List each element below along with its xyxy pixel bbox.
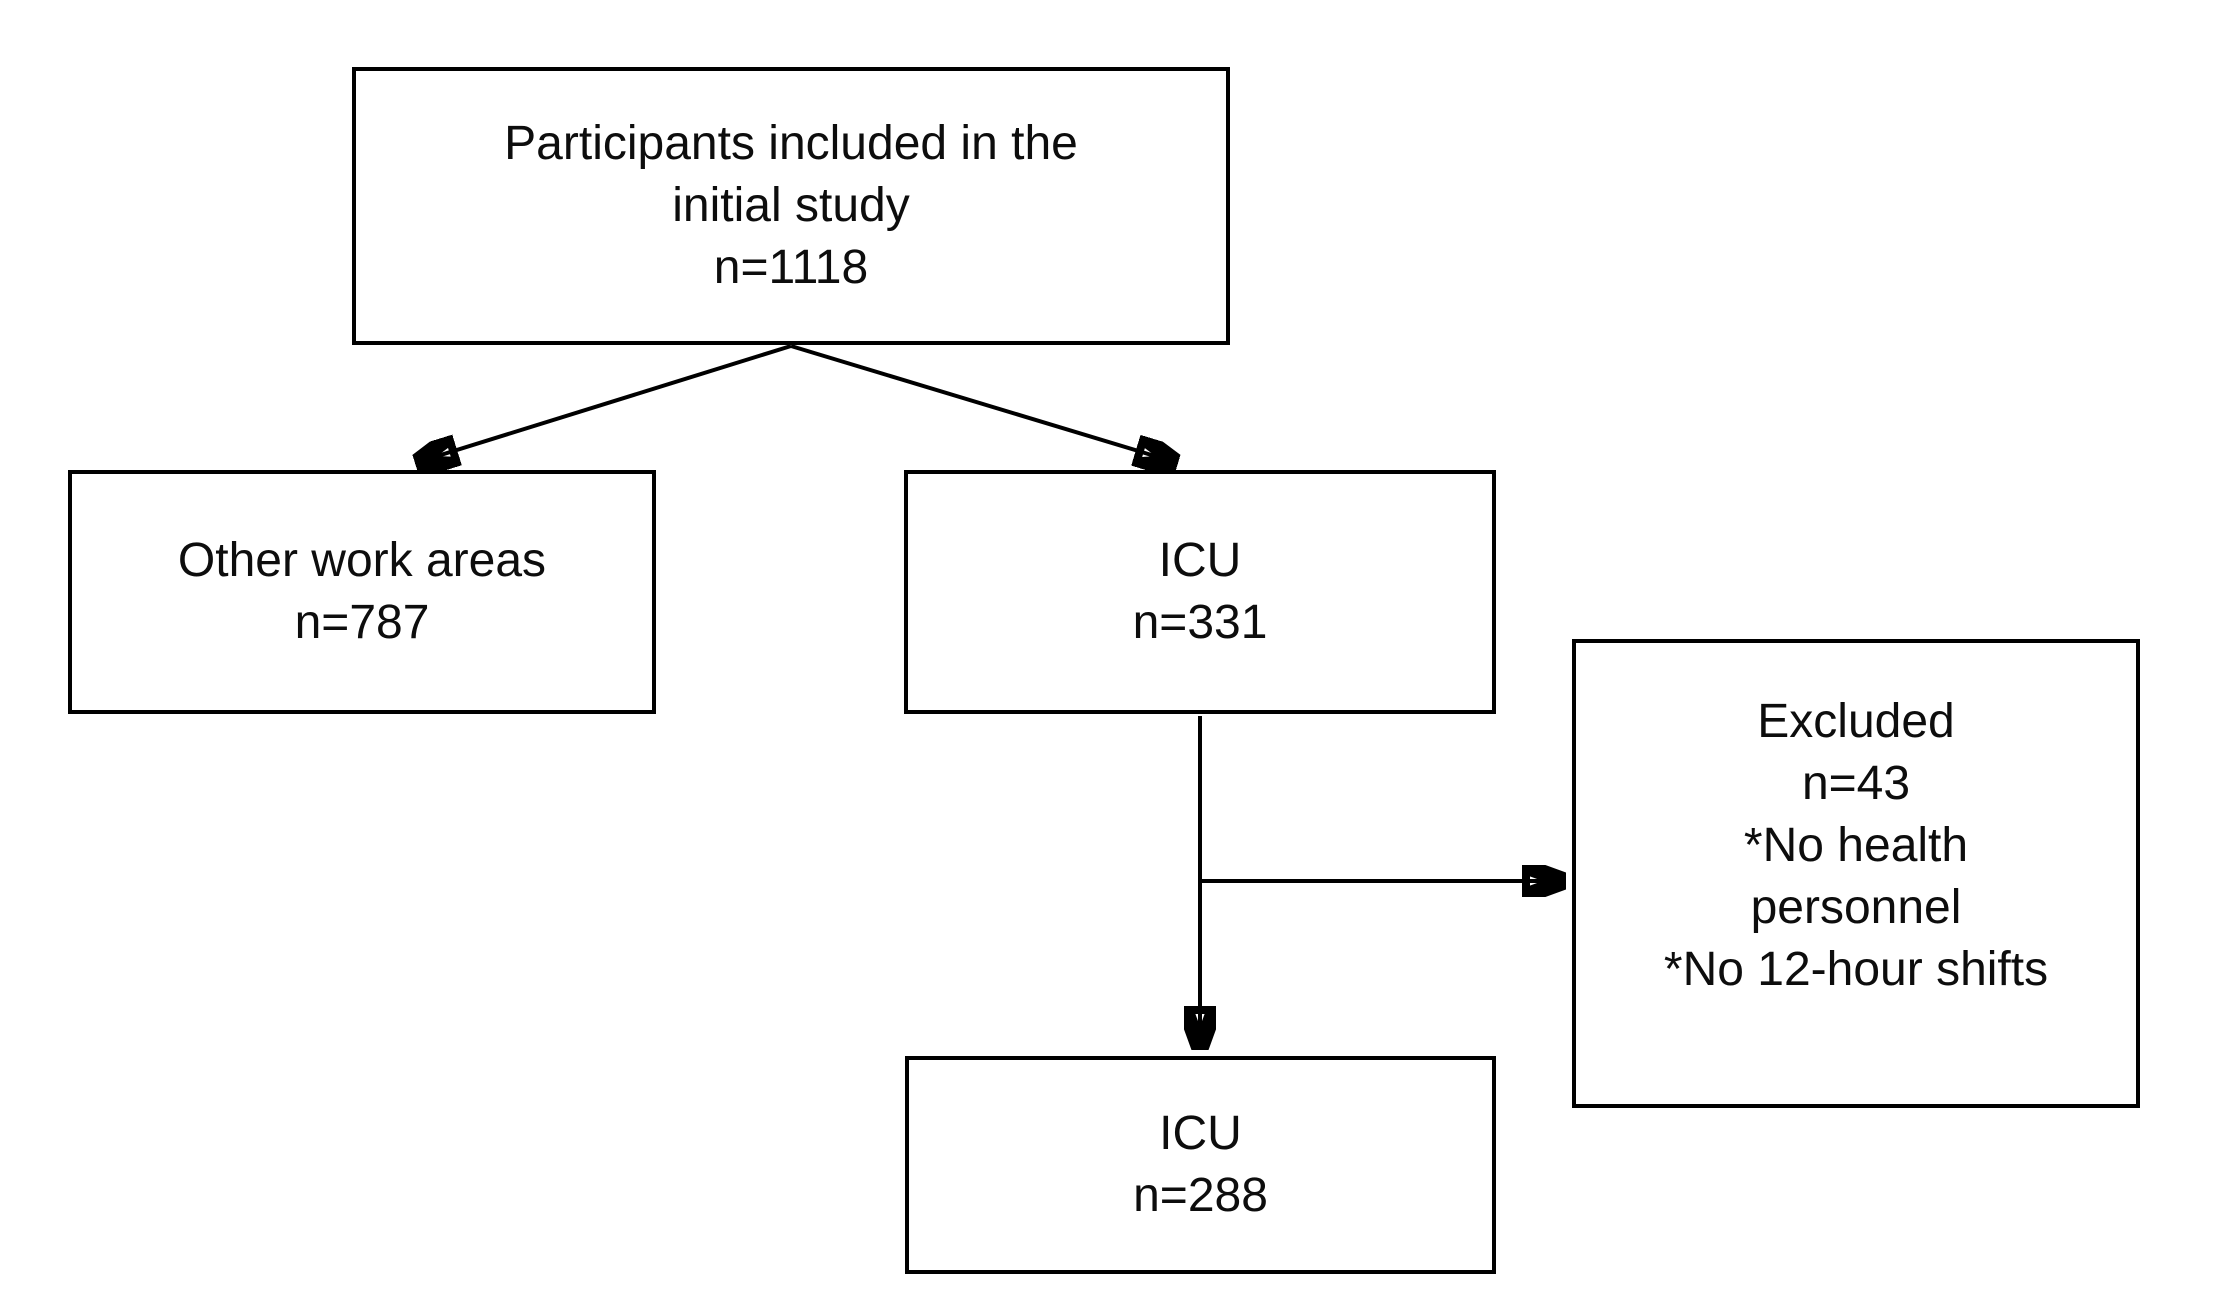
node-text-line: Participants included in the xyxy=(504,117,1078,170)
flow-node-icu-final: ICU n=288 xyxy=(905,1056,1496,1274)
node-text-line: Excluded xyxy=(1757,694,1955,748)
node-text-line: Other work areas xyxy=(177,534,547,587)
node-text-line: n=1118 xyxy=(713,241,869,294)
node-text-line: ICU xyxy=(1158,534,1242,587)
node-text-line: ICU xyxy=(1159,1107,1242,1160)
flow-node-icu-initial: ICU n=331 xyxy=(904,470,1496,714)
arrow-initial-to-other-work-areas xyxy=(415,344,792,463)
node-text-line: *No health xyxy=(1743,818,1969,872)
node-text-line: n=331 xyxy=(1132,596,1268,649)
node-text-line: personnel xyxy=(1750,880,1962,934)
node-text-line: n=288 xyxy=(1133,1169,1268,1222)
flow-node-other-work-areas: Other work areas n=787 xyxy=(68,470,656,714)
node-text-line: n=43 xyxy=(1801,756,1911,810)
node-text-line: *No 12-hour shifts xyxy=(1663,942,2049,996)
flow-node-initial-study: Participants included in the initial stu… xyxy=(352,67,1230,345)
arrow-initial-to-icu xyxy=(790,344,1178,463)
node-text-line: initial study xyxy=(672,179,910,232)
flow-node-excluded: Excluded n=43 *No health personnel *No 1… xyxy=(1572,639,2140,1108)
node-text-line: n=787 xyxy=(294,596,430,649)
